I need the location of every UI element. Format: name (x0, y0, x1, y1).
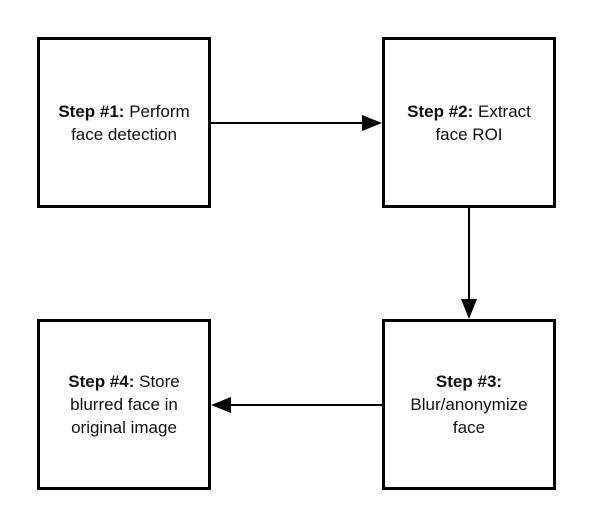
step-4-text: Step #4: Store blurred face in original … (40, 370, 208, 439)
step-2-label: Step #2: (407, 101, 474, 121)
step-4-label: Step #4: (68, 372, 135, 391)
arrow-step1-to-step2 (211, 115, 382, 131)
step-4-box: Step #4: Store blurred face in original … (37, 319, 211, 490)
step-3-description: Blur/anonymize face (410, 395, 528, 437)
step-4-description: Store blurred face in original image (70, 372, 180, 437)
step-1-description: Perform face detection (71, 101, 190, 144)
step-3-label: Step #3: (435, 372, 503, 391)
step-3-box: Step #3: Blur/anonymize face (382, 319, 556, 490)
step-1-text: Step #1: Perform face detection (40, 100, 208, 146)
step-1-label: Step #1: (58, 101, 125, 121)
step-3-text: Step #3: Blur/anonymize face (385, 370, 553, 439)
step-2-text: Step #2: Extract face ROI (385, 100, 553, 146)
step-2-description: Extract face ROI (435, 101, 531, 144)
arrow-step3-to-step4 (211, 397, 382, 413)
step-1-box: Step #1: Perform face detection (37, 37, 211, 208)
arrow-step2-to-step3 (461, 208, 477, 319)
step-2-box: Step #2: Extract face ROI (382, 37, 556, 208)
